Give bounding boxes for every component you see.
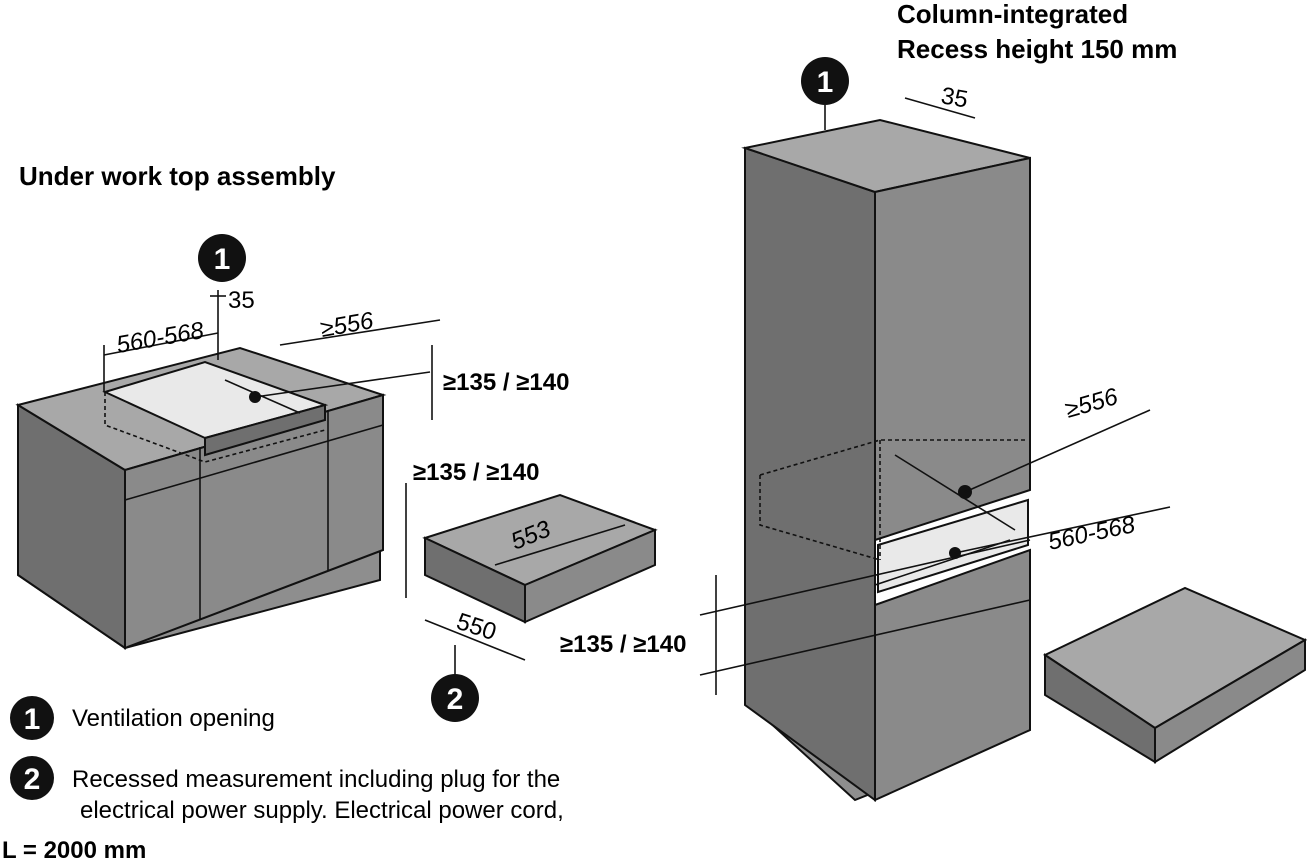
legend-item1-text: Ventilation opening [72,705,275,732]
legend-item2-line1: Recessed measurement including plug for … [72,766,560,793]
column-cabinet [699,97,1171,802]
badge-1-under: 1 [198,234,246,282]
dim-under-556: ≥556 [318,307,376,343]
dim-column-560-568: 560-568 [1046,511,1138,556]
column-drawer [1042,586,1308,764]
svg-text:2: 2 [24,763,41,796]
svg-text:1: 1 [24,703,41,736]
svg-text:1: 1 [214,243,231,276]
svg-text:1: 1 [817,66,834,99]
dim-drawer-width: 550 [453,608,499,646]
dim-under-height-top: ≥135 / ≥140 [443,369,569,396]
under-title: Under work top assembly [19,161,336,191]
svg-text:2: 2 [447,683,464,716]
badge-2-drawer: 2 [431,674,479,722]
dim-column-556: ≥556 [1062,383,1121,424]
legend-badge-2: 2 [10,756,54,800]
column-title-line1: Column-integrated [897,0,1128,29]
under-worktop-cabinet [15,346,431,650]
dim-drawer-height: ≥135 / ≥140 [413,459,539,486]
under-dimension-lines [103,290,441,598]
legend-item2-line3: L = 2000 mm [2,837,146,864]
badge-1-column: 1 [801,57,849,105]
dim-column-35: 35 [939,82,970,113]
column-title-line2: Recess height 150 mm [897,34,1177,64]
dim-under-35: 35 [228,287,255,314]
under-drawer [422,493,658,675]
legend: 1 Ventilation opening 2 Recessed measure… [2,696,564,864]
legend-badge-1: 1 [10,696,54,740]
dim-under-560-568: 560-568 [114,317,206,359]
dim-column-height: ≥135 / ≥140 [560,631,686,658]
legend-item2-line2: electrical power supply. Electrical powe… [80,797,564,824]
